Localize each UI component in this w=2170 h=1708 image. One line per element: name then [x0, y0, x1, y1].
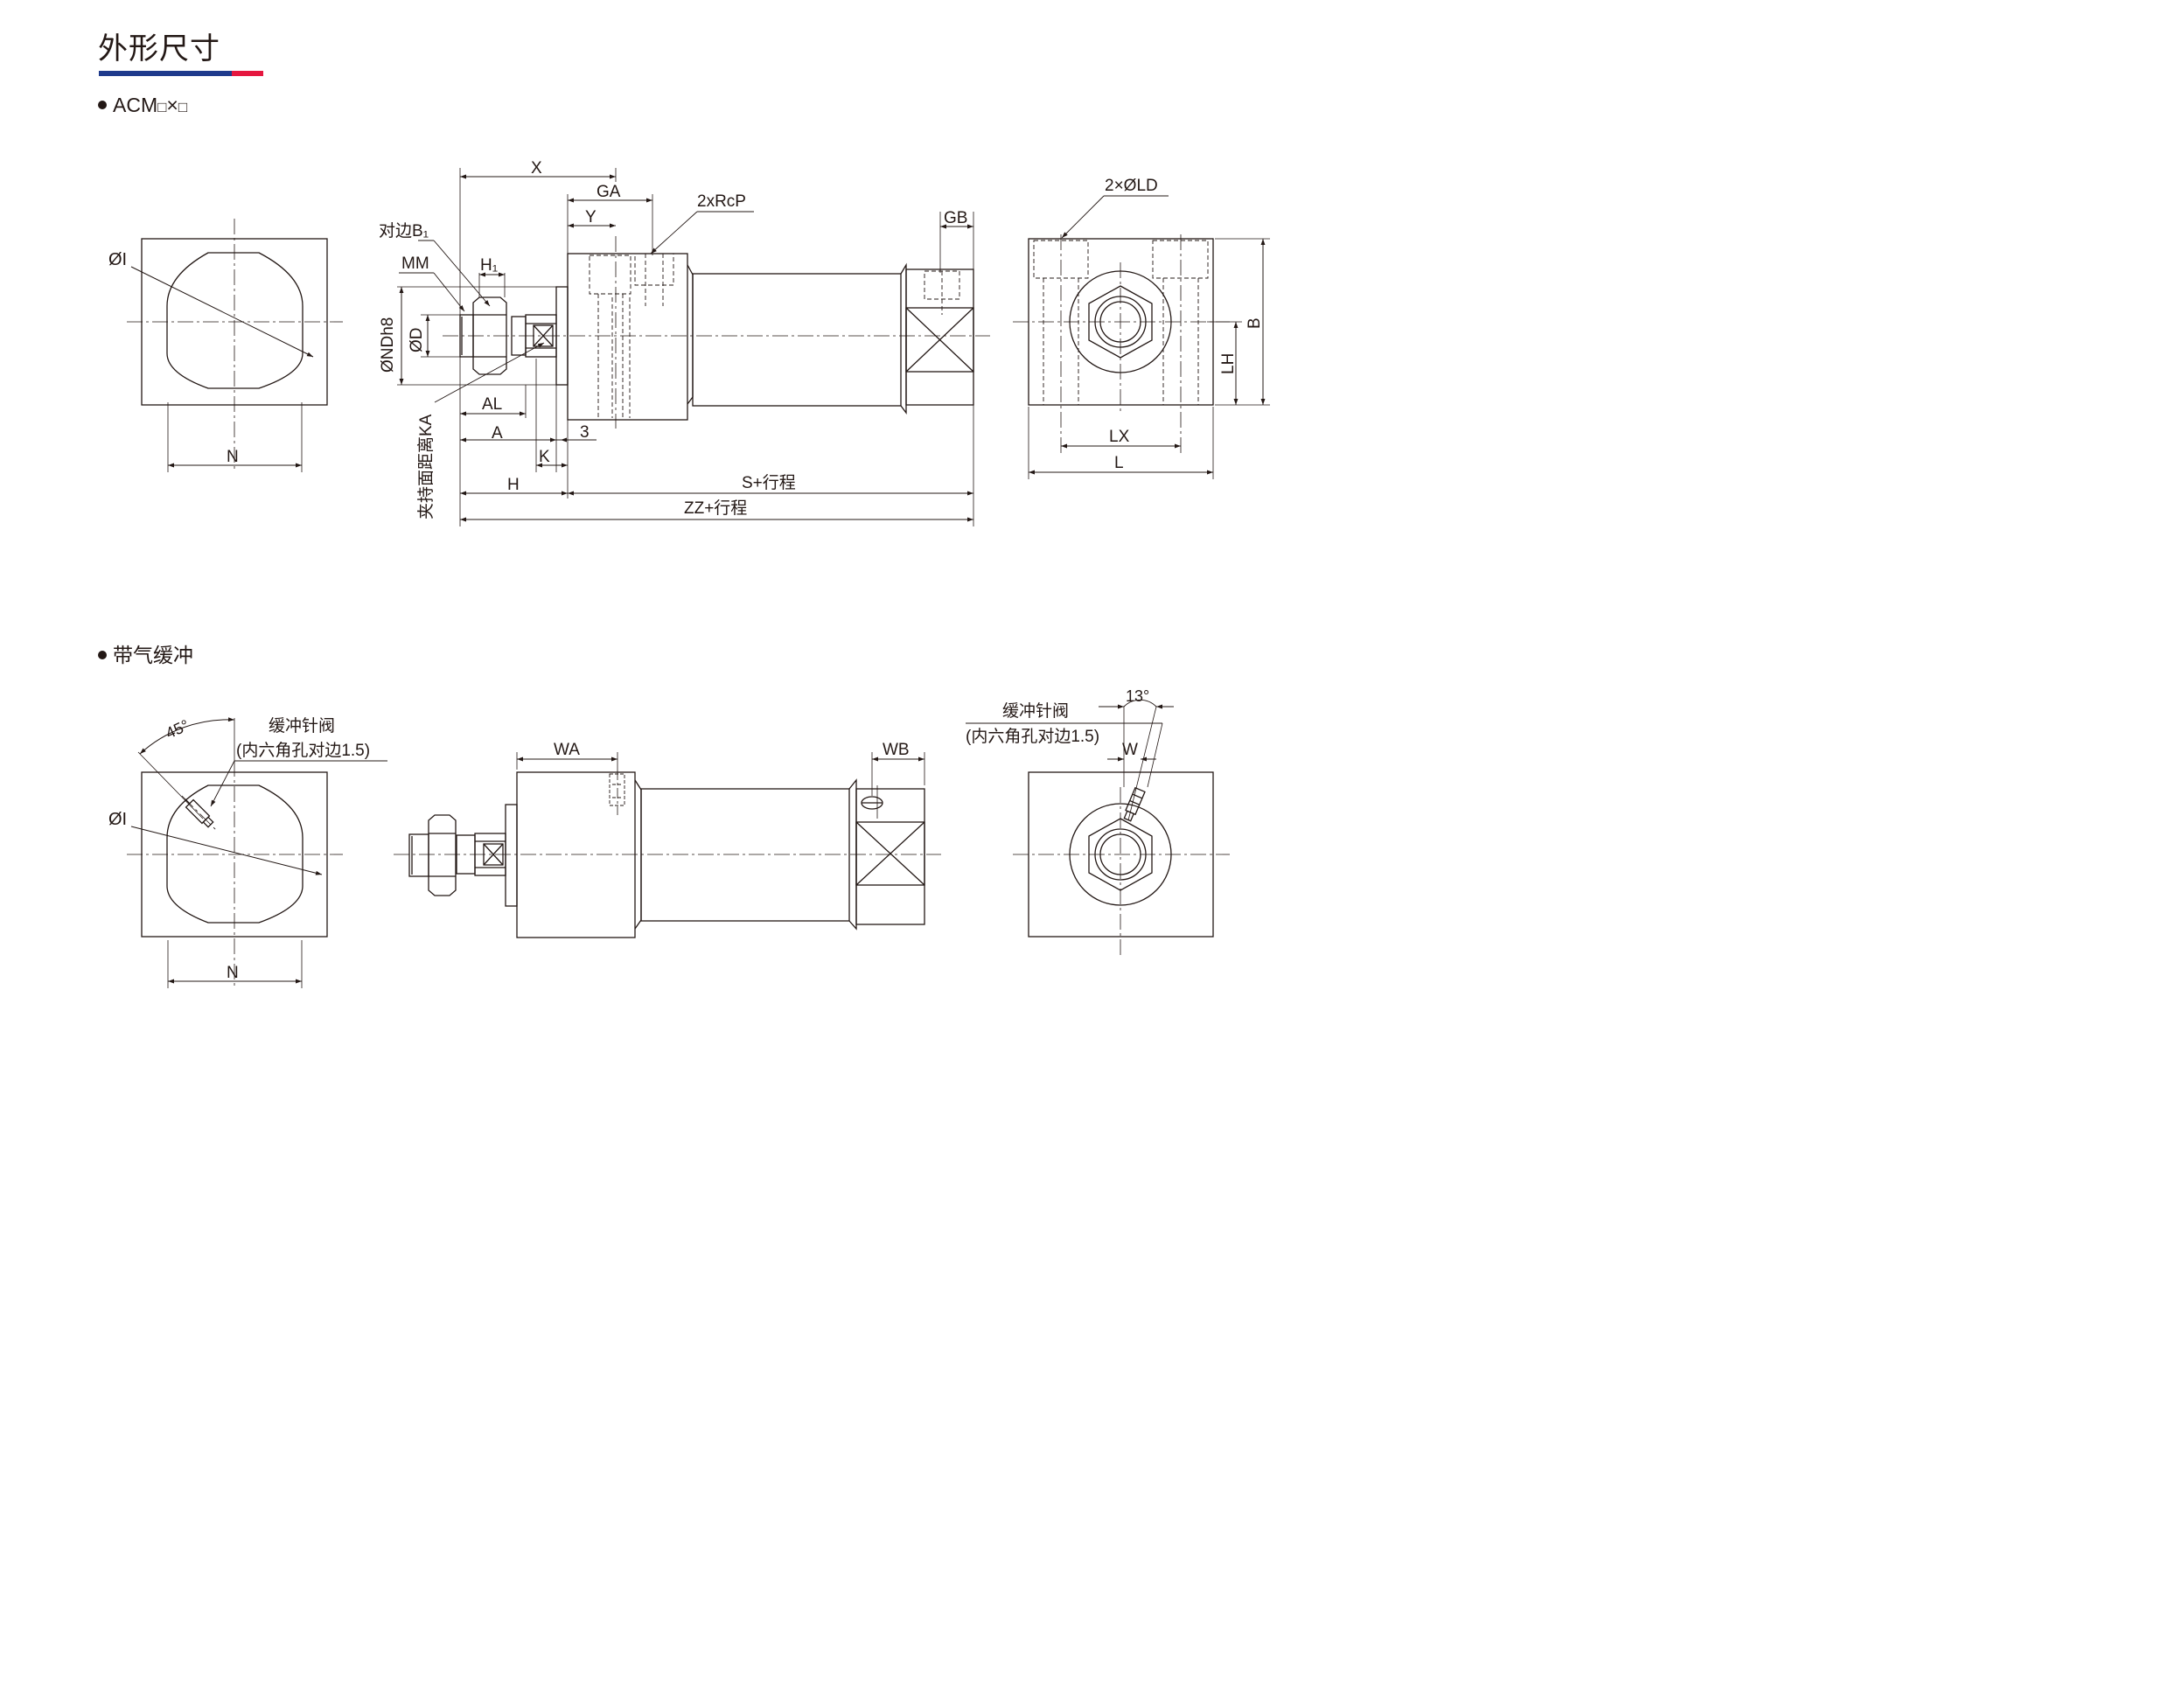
model-prefix: ACM [113, 94, 158, 116]
rear-view-cushion [966, 699, 1230, 958]
label-dia-I: ØI [108, 250, 127, 269]
label-A: A [492, 424, 503, 443]
label-LD: 2×ØLD [1105, 177, 1158, 195]
section-standard-heading: ACM□×□ [98, 93, 187, 120]
title-underline-primary [99, 71, 232, 76]
front-view-standard [127, 219, 343, 472]
model-times: × [166, 94, 178, 116]
model-placeholder-2: □ [178, 99, 188, 115]
title-underline-accent [232, 71, 263, 76]
label-S-stroke: S+行程 [742, 473, 796, 492]
label-angle-13: 13° [1126, 687, 1149, 705]
label-B1: 对边B₁ [379, 221, 429, 241]
front-view-cushion [127, 717, 387, 988]
label-valve-note-left: (内六角孔对边1.5) [236, 741, 370, 760]
rear-view-standard [1013, 195, 1270, 479]
label-W: W [1122, 741, 1138, 759]
side-view-standard [397, 168, 990, 526]
section-cushion-heading: 带气缓冲 [98, 643, 193, 667]
bullet-icon [98, 650, 107, 659]
label-K: K [539, 448, 550, 466]
label-N-cushion: N [227, 964, 239, 982]
label-dia-I-cushion: ØI [108, 810, 127, 829]
label-WB: WB [883, 741, 910, 759]
label-MM: MM [401, 254, 429, 273]
model-placeholder-1: □ [157, 99, 167, 115]
label-valve-note-right: (内六角孔对边1.5) [966, 727, 1099, 746]
label-LX: LX [1109, 428, 1130, 446]
page-title: 外形尺寸 [98, 32, 220, 66]
label-N: N [227, 448, 239, 466]
label-GB: GB [944, 209, 967, 227]
label-valve-right: 缓冲针阀 [1002, 701, 1069, 721]
label-2xRcP: 2xRcP [697, 192, 746, 211]
label-angle-45: 45° [163, 716, 192, 742]
section-cushion-title: 带气缓冲 [113, 644, 193, 666]
label-Y: Y [585, 208, 597, 227]
label-valve-left: 缓冲针阀 [269, 716, 335, 735]
bullet-icon [98, 100, 107, 109]
technical-drawing: ØI N X GA Y 2xRcP GB 对边B₁ MM H₁ ØNDh8 ØD… [108, 159, 1270, 988]
label-H1: H₁ [480, 256, 498, 275]
label-X: X [531, 159, 542, 178]
label-KA: 夹持面距离KA [416, 414, 436, 519]
side-view-cushion [394, 752, 941, 938]
label-GA: GA [597, 183, 621, 201]
label-D: ØD [408, 328, 426, 353]
label-WA: WA [554, 741, 580, 759]
label-NDh8: ØNDh8 [379, 317, 397, 373]
label-LH: LH [1219, 353, 1238, 374]
label-ZZ-stroke: ZZ+行程 [684, 498, 747, 518]
label-L: L [1114, 454, 1124, 472]
label-B: B [1245, 317, 1264, 329]
label-H: H [507, 476, 520, 494]
label-AL: AL [482, 395, 502, 414]
label-3: 3 [580, 423, 590, 442]
